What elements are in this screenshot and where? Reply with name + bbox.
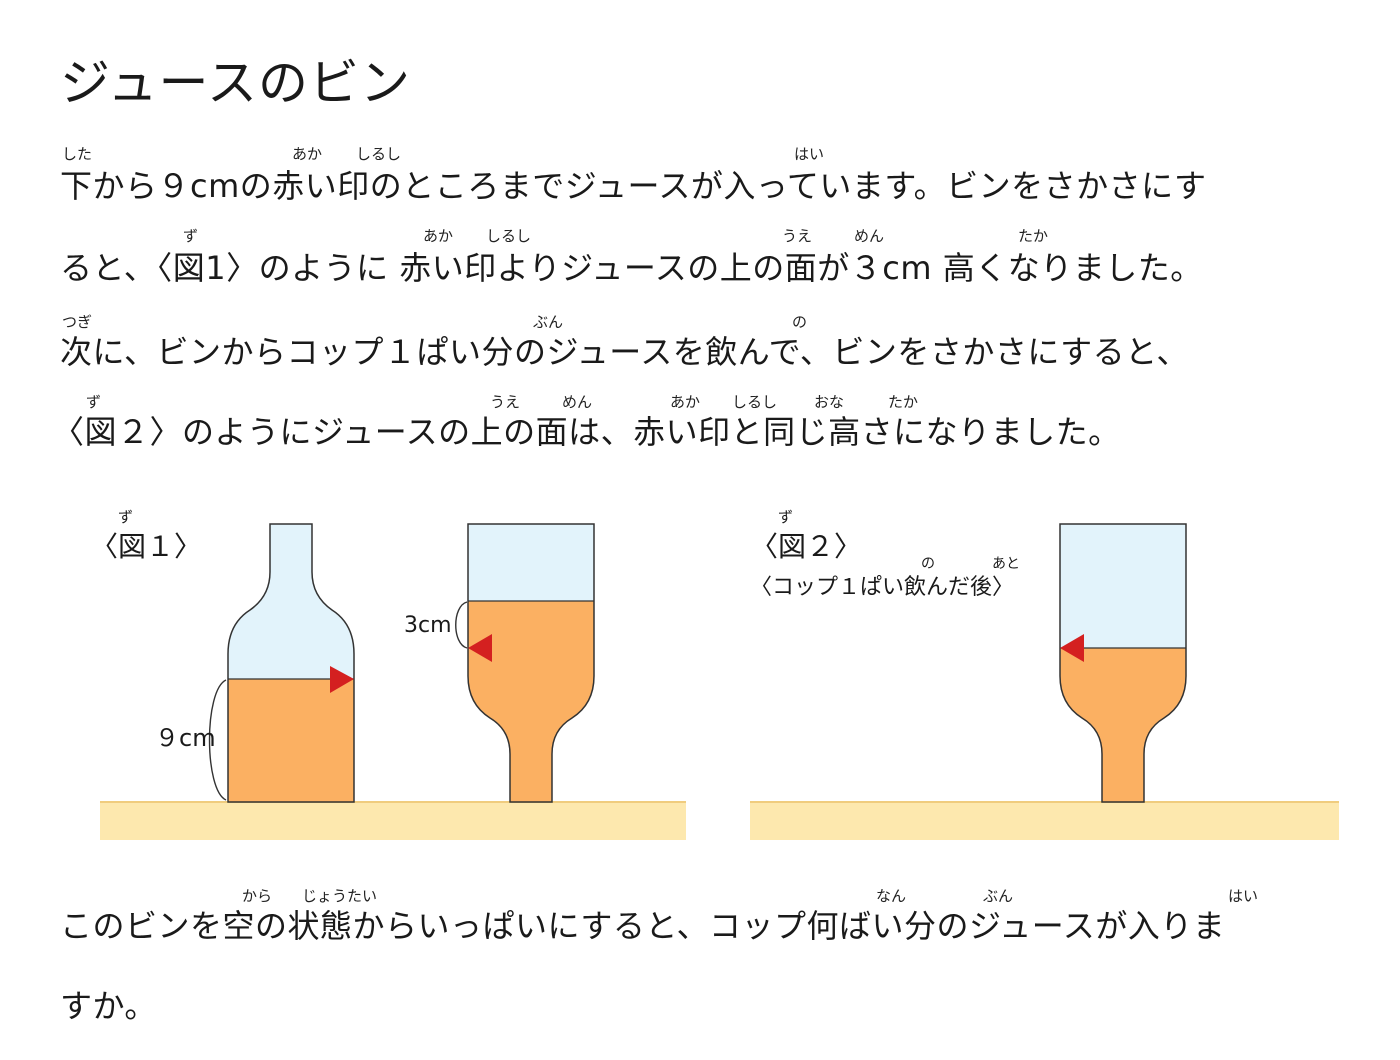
inverted-bottle-air [468, 524, 594, 602]
table-surface [750, 802, 1339, 840]
furigana: うえ [490, 393, 521, 411]
label-3cm: 3cm [404, 613, 452, 638]
furigana: しるし [732, 393, 778, 411]
furigana: ず [86, 393, 102, 411]
question-line-2: すか。 [60, 987, 157, 1025]
problem-line-2: ると、〈図1〉のように 赤い印よりジュースの上の面が３cm 高くなりました。 [60, 249, 1203, 287]
furigana: あか [292, 145, 323, 163]
furigana: あか [423, 227, 454, 245]
furigana: うえ [782, 227, 813, 245]
question-line-1: このビンを空の状態からいっぱいにすると、コップ何ばい分のジュースが入りま [60, 907, 1226, 945]
figure-2-label: 〈図２〉 [750, 530, 862, 563]
height-bracket-3cm [455, 601, 468, 649]
red-marker-triangle [330, 666, 354, 693]
bottle-outline [227, 523, 355, 803]
height-bracket-9cm [208, 679, 227, 801]
furigana: しるし [486, 227, 532, 245]
furigana: じょうたい [302, 887, 378, 905]
furigana: つぎ [62, 313, 93, 331]
furigana: たか [1018, 227, 1049, 245]
table-surface [100, 802, 686, 840]
figure-1: ず 〈図１〉 ９cm [90, 508, 686, 840]
furigana: ず [183, 227, 199, 245]
figure-2: ず 〈図２〉 の あと 〈コップ１ぱい飲んだ後〉 [750, 508, 1339, 840]
figure-2-caption: 〈コップ１ぱい飲んだ後〉 [750, 575, 1014, 600]
furigana: めん [562, 393, 593, 411]
bottle-air [1060, 524, 1186, 649]
inverted-bottle-after-drinking [1059, 523, 1187, 803]
furigana: はい [1228, 887, 1259, 905]
furigana: ぶん [533, 313, 564, 331]
page-title: ジュースのビン [60, 54, 411, 112]
furigana: あか [670, 393, 701, 411]
bottle-outline [1059, 523, 1187, 803]
furigana: めん [854, 227, 885, 245]
inverted-bottle-outline [467, 523, 595, 803]
problem-line-1: 下から９cmの赤い印のところまでジュースが入っています。ビンをさかさにす [60, 167, 1207, 205]
figure-1-label: 〈図１〉 [90, 530, 202, 563]
furigana: の [792, 313, 808, 331]
furigana: ぶん [983, 887, 1014, 905]
furigana: した [62, 145, 93, 163]
furigana: はい [794, 145, 825, 163]
furigana: から [242, 887, 273, 905]
inverted-bottle [467, 523, 595, 803]
furigana: たか [888, 393, 919, 411]
problem-line-4: 〈図２〉のようにジュースの上の面は、赤い印と同じ高さになりました。 [52, 413, 1121, 451]
caption-furigana-no: の [921, 556, 935, 572]
furigana: しるし [356, 145, 402, 163]
caption-furigana-ato: あと [992, 556, 1020, 572]
upright-bottle [227, 523, 355, 803]
furigana: なん [876, 887, 907, 905]
bottle-juice [1060, 648, 1186, 802]
bottle-juice [228, 679, 354, 802]
label-9cm: ９cm [155, 724, 216, 752]
red-marker-triangle [468, 634, 492, 662]
furigana: おな [814, 393, 845, 411]
problem-line-3: 次に、ビンからコップ１ぱい分のジュースを飲んで、ビンをさかさにすると、 [60, 333, 1189, 371]
inverted-bottle-juice [468, 601, 594, 802]
red-marker-triangle [1060, 634, 1084, 662]
bottle-air [228, 524, 354, 680]
figure-2-furigana: ず [778, 508, 793, 526]
figure-1-furigana: ず [118, 508, 133, 526]
